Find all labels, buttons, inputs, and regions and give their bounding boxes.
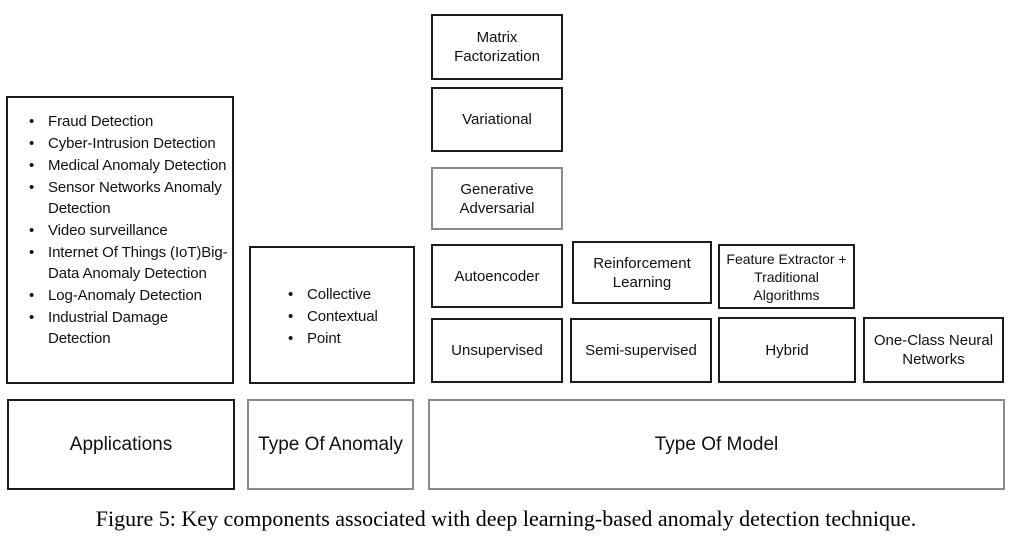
bullet-icon <box>22 177 48 198</box>
list-item-label: Video surveillance <box>48 222 168 239</box>
bullet-icon <box>22 133 48 154</box>
list-item-label: Cyber-Intrusion Detection <box>48 135 216 152</box>
box-label: Autoencoder <box>454 267 540 285</box>
box-feature-extractor-traditional-algorithms: Feature Extractor + Traditional Algorith… <box>718 244 855 309</box>
box-label: Variational <box>462 111 532 128</box>
box-autoencoder: Autoencoder <box>431 244 563 308</box>
box-matrix-factorization: Matrix Factorization <box>431 14 563 80</box>
box-label: Reinforcement Learning <box>593 254 691 291</box>
box-generative-adversarial: Generative Adversarial <box>431 167 563 230</box>
bullet-icon <box>22 285 48 306</box>
box-label: Unsupervised <box>451 342 543 359</box>
list-item-label: Medical Anomaly Detection <box>48 157 227 174</box>
applications-list: Fraud Detection Cyber-Intrusion Detectio… <box>22 111 228 350</box>
list-item: Internet Of Things (IoT)Big- Data Anomal… <box>22 242 228 284</box>
box-label: Feature Extractor + Traditional Algorith… <box>726 250 847 303</box>
list-item: Industrial Damage Detection <box>22 307 228 349</box>
box-hybrid: Hybrid <box>718 317 856 383</box>
figure-caption: Figure 5: Key components associated with… <box>95 506 917 531</box>
box-label: Hybrid <box>765 341 809 359</box>
bullet-icon <box>281 306 307 327</box>
list-item-label: Log-Anomaly Detection <box>48 287 202 304</box>
bullet-icon <box>22 111 48 132</box>
bullet-icon <box>281 328 307 349</box>
box-label: One-Class Neural Networks <box>873 332 994 368</box>
anomaly-types-list-box: Collective Contextual Point <box>249 246 415 384</box>
list-item: Contextual <box>281 306 413 327</box>
list-item: Fraud Detection <box>22 111 228 132</box>
anomaly-types-list: Collective Contextual Point <box>281 284 413 350</box>
list-item-label: Sensor Networks Anomaly Detection <box>48 179 222 217</box>
bullet-icon <box>22 242 48 263</box>
list-item: Cyber-Intrusion Detection <box>22 133 228 154</box>
list-item: Collective <box>281 284 413 305</box>
list-item: Medical Anomaly Detection <box>22 155 228 176</box>
list-item: Point <box>281 328 413 349</box>
box-semi-supervised: Semi-supervised <box>570 318 712 383</box>
list-item: Video surveillance <box>22 220 228 241</box>
category-label-applications: Applications <box>7 399 235 490</box>
box-label: Matrix Factorization <box>454 29 540 65</box>
category-label-text: Applications <box>69 434 173 455</box>
list-item-label: Point <box>307 330 341 347</box>
bullet-icon <box>22 155 48 176</box>
box-one-class-neural-networks: One-Class Neural Networks <box>863 317 1004 383</box>
list-item: Log-Anomaly Detection <box>22 285 228 306</box>
box-variational: Variational <box>431 87 563 152</box>
category-label-text: Type Of Anomaly <box>258 434 403 455</box>
list-item-label: Fraud Detection <box>48 113 154 130</box>
bullet-icon <box>22 220 48 241</box>
category-label-type-of-model: Type Of Model <box>428 399 1005 490</box>
list-item-label: Internet Of Things (IoT)Big- Data Anomal… <box>48 244 228 282</box>
list-item-label: Collective <box>307 286 372 303</box>
list-item-label: Industrial Damage Detection <box>48 309 169 347</box>
category-label-text: Type Of Model <box>654 434 779 455</box>
category-label-type-of-anomaly: Type Of Anomaly <box>247 399 414 490</box>
bullet-icon <box>22 307 48 328</box>
box-label: Generative Adversarial <box>459 180 535 217</box>
box-label: Semi-supervised <box>585 342 697 359</box>
box-reinforcement-learning: Reinforcement Learning <box>572 241 712 304</box>
bullet-icon <box>281 284 307 305</box>
list-item: Sensor Networks Anomaly Detection <box>22 177 228 219</box>
list-item-label: Contextual <box>307 308 378 325</box>
applications-list-box: Fraud Detection Cyber-Intrusion Detectio… <box>6 96 234 384</box>
box-unsupervised: Unsupervised <box>431 318 563 383</box>
